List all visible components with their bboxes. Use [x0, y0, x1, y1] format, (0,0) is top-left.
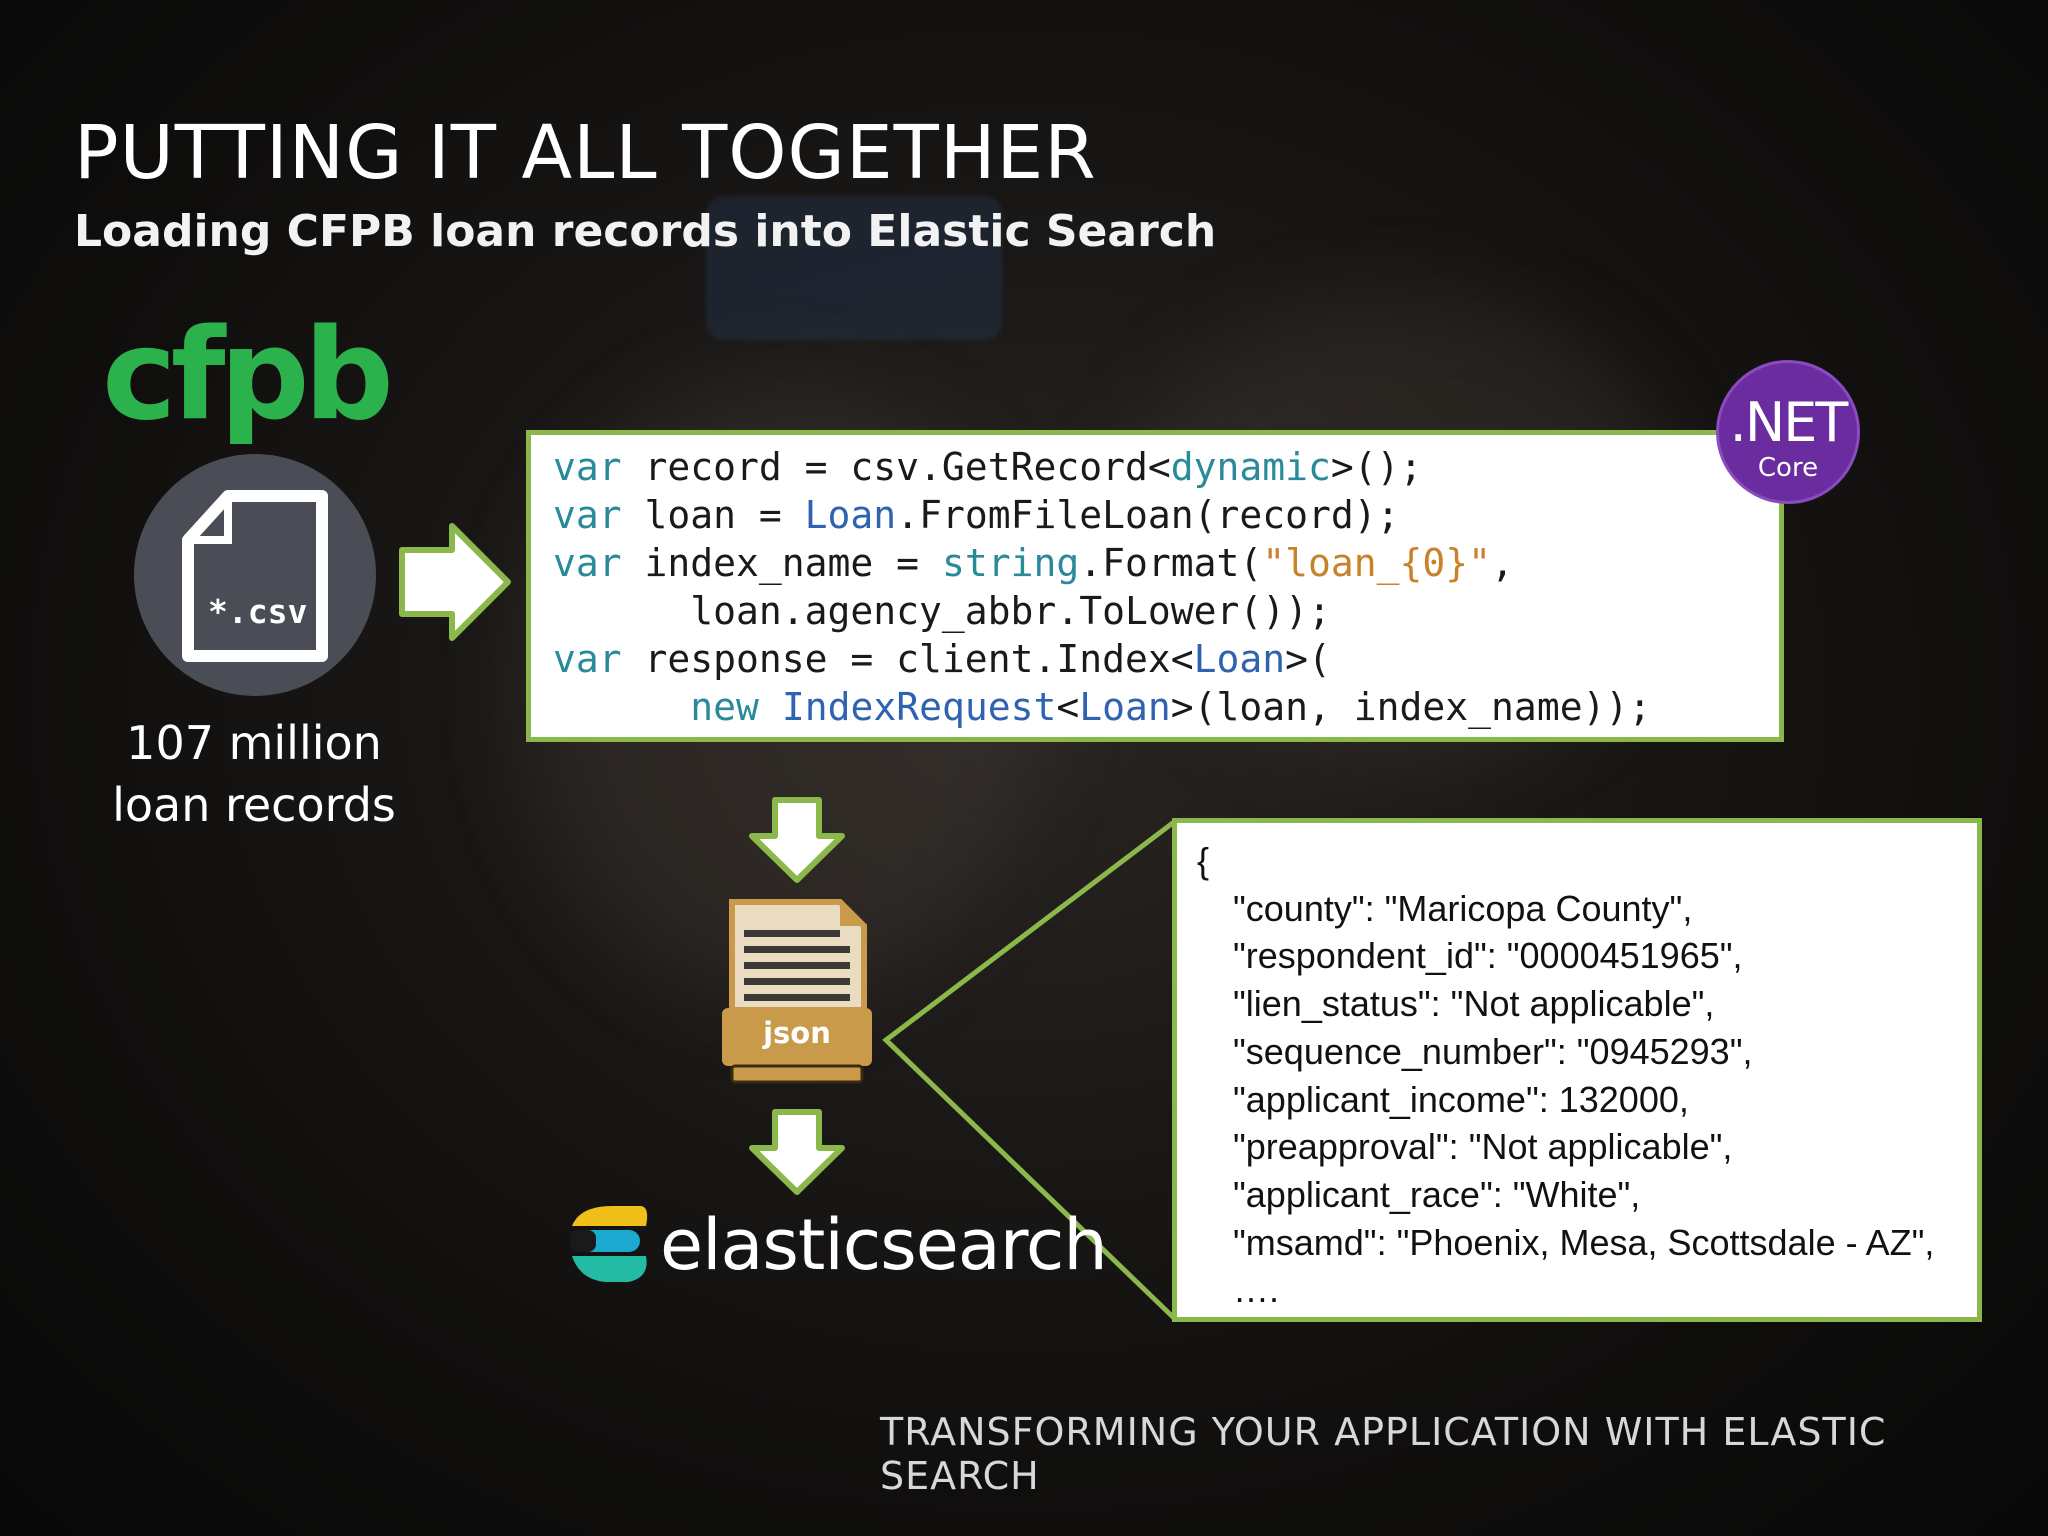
code-token: var — [553, 445, 622, 489]
json-line: "msamd": "Phoenix, Mesa, Scottsdale - AZ… — [1233, 1221, 1935, 1263]
json-file-icon — [722, 899, 872, 1084]
records-count-line: 107 million — [126, 716, 382, 770]
code-token: IndexRequest — [781, 685, 1057, 729]
json-line: { — [1197, 840, 1210, 881]
cfpb-logo: cfpb — [102, 301, 394, 448]
code-token: new — [690, 685, 759, 729]
code-token: response = client.Index< — [621, 637, 1194, 681]
code-token: "loan_{0}" — [1262, 541, 1492, 585]
code-line: var loan = Loan.FromFileLoan(record); — [553, 491, 1779, 539]
elasticsearch-logo-icon — [570, 1206, 648, 1282]
json-line: "sequence_number": "0945293", — [1233, 1030, 1753, 1072]
code-line: var record = csv.GetRecord<dynamic>(); — [553, 443, 1779, 491]
arrow-down-icon — [749, 1109, 845, 1195]
code-line: loan.agency_abbr.ToLower()); — [553, 587, 1779, 635]
code-token: var — [553, 541, 622, 585]
code-token: var — [553, 637, 622, 681]
code-token: >(); — [1330, 445, 1423, 489]
dotnet-core-logo: .NET Core — [1716, 360, 1860, 504]
code-token: string — [941, 541, 1080, 585]
code-token: , — [1491, 541, 1514, 585]
slide-title: PUTTING IT ALL TOGETHER — [74, 110, 1097, 196]
code-token: Loan — [1193, 637, 1286, 681]
code-snippet-box: var record = csv.GetRecord<dynamic>();va… — [526, 430, 1784, 742]
json-line: "applicant_income": 132000, — [1233, 1078, 1689, 1120]
elasticsearch-logo-text: elasticsearch — [660, 1204, 1108, 1286]
csv-file-fold-icon — [188, 496, 232, 544]
arrow-down-icon — [749, 797, 845, 883]
json-file-label: json — [763, 1016, 831, 1050]
json-line: "preapproval": "Not applicable", — [1233, 1126, 1733, 1168]
code-token: index_name = — [621, 541, 942, 585]
callout-pointer — [882, 820, 1176, 1320]
code-token: record = csv.GetRecord< — [621, 445, 1171, 489]
json-line: …. — [1233, 1269, 1280, 1311]
code-token: Loan — [804, 493, 897, 537]
json-document-box: { "county": "Maricopa County", "respondent… — [1172, 818, 1982, 1322]
slide-footer: TRANSFORMING YOUR APPLICATION WITH ELAST… — [880, 1410, 1887, 1498]
csv-file-label: *.csv — [208, 592, 308, 631]
code-token: >( — [1285, 637, 1331, 681]
code-line: var index_name = string.Format("loan_{0}… — [553, 539, 1779, 587]
json-line: "applicant_race": "White", — [1233, 1173, 1641, 1215]
slide-subtitle: Loading CFPB loan records into Elastic S… — [74, 206, 1217, 257]
code-token: < — [1056, 685, 1080, 729]
code-token: loan.agency_abbr.ToLower()); — [553, 589, 1331, 633]
dotnet-logo-text: .NET — [1729, 391, 1849, 454]
dotnet-logo-subtext: Core — [1757, 453, 1819, 483]
code-token — [553, 685, 690, 729]
records-count-label: 107 million loan records — [94, 712, 414, 836]
code-token: .Format( — [1079, 541, 1263, 585]
records-count-line: loan records — [112, 778, 396, 832]
code-token: .FromFileLoan(record); — [896, 493, 1400, 537]
code-token — [759, 685, 782, 729]
code-line: new IndexRequest<Loan>(loan, index_name)… — [553, 683, 1779, 731]
arrow-right-icon — [399, 523, 511, 641]
json-line: "lien_status": "Not applicable", — [1233, 983, 1715, 1025]
json-line: "respondent_id": "0000451965", — [1233, 935, 1743, 977]
code-line: var response = client.Index<Loan>( — [553, 635, 1779, 683]
code-token: dynamic — [1170, 445, 1331, 489]
csv-file-icon — [182, 490, 328, 662]
background-search-icon — [706, 196, 1002, 340]
code-token: >(loan, index_name)); — [1170, 685, 1652, 729]
code-token: Loan — [1079, 685, 1171, 729]
json-line: "county": "Maricopa County", — [1233, 887, 1693, 929]
code-token: loan = — [621, 493, 805, 537]
code-token: var — [553, 493, 622, 537]
